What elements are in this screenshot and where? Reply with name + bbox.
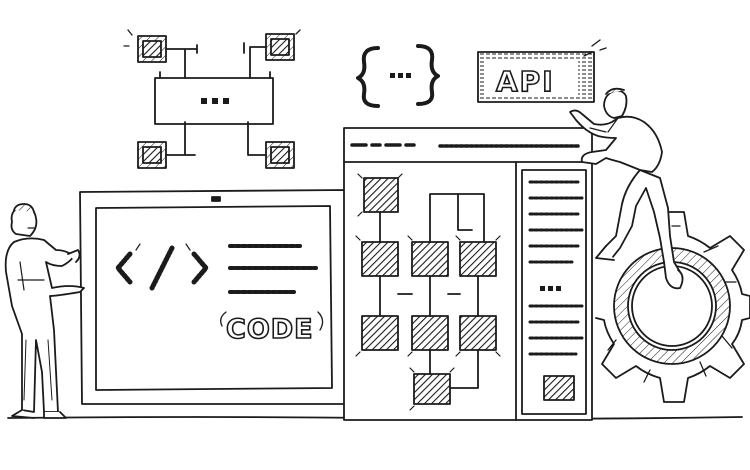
api-sign bbox=[477, 39, 607, 103]
flowchart bbox=[355, 173, 501, 411]
network-hub-block bbox=[154, 77, 274, 125]
code-bracket-left-icon bbox=[115, 251, 133, 285]
code-bracket-right-icon bbox=[191, 251, 209, 285]
curly-braces-symbol bbox=[356, 44, 440, 108]
laptop-monitor bbox=[79, 189, 349, 405]
person-left bbox=[4, 203, 85, 419]
sidebar-hatched-block bbox=[543, 375, 575, 401]
gear-icon bbox=[595, 211, 750, 403]
app-window bbox=[343, 127, 593, 421]
code-slash-icon bbox=[149, 245, 175, 291]
code-label: CODE bbox=[226, 314, 314, 345]
person-right bbox=[569, 87, 684, 290]
network-diagram bbox=[123, 29, 301, 169]
api-label: API bbox=[496, 65, 555, 98]
